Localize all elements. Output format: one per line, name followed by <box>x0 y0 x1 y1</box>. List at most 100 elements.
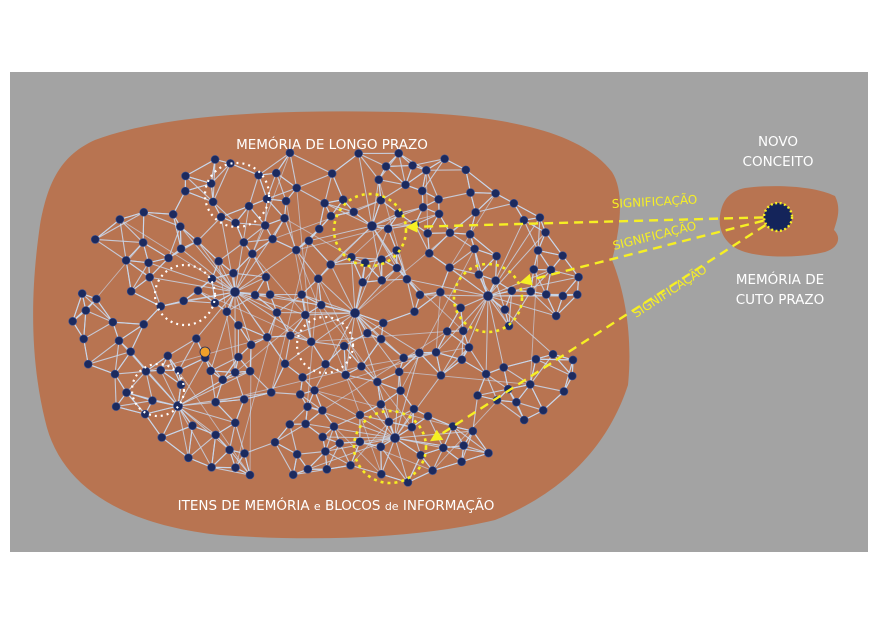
network-edge <box>249 370 272 393</box>
long-term-memory-title: MEMÓRIA DE LONGO PRAZO <box>236 135 428 153</box>
memory-item-node <box>355 437 365 447</box>
network-edge <box>354 312 378 383</box>
memory-item-node <box>192 334 201 343</box>
network-edge <box>114 374 117 407</box>
network-edge <box>234 206 250 293</box>
memory-item-node <box>415 348 424 358</box>
caption-information: INFORMAÇÃO <box>403 497 495 514</box>
network-edge <box>88 363 116 375</box>
memory-item-node <box>288 470 298 480</box>
network-edge <box>218 260 236 293</box>
memory-item-node <box>383 224 393 234</box>
network-edge <box>314 312 356 391</box>
network-edge <box>425 170 429 234</box>
memory-item-node <box>355 410 365 420</box>
highlight-cluster-lower <box>352 409 428 485</box>
memory-item-node <box>423 229 433 238</box>
memory-item-node <box>188 421 197 430</box>
memory-item-node <box>139 320 149 329</box>
network-edge <box>275 172 287 202</box>
meaning-arrow-lower <box>429 215 779 442</box>
network-edge <box>130 262 150 292</box>
memory-item-node <box>445 228 455 238</box>
network-edge <box>478 274 510 327</box>
network-edge <box>81 293 114 323</box>
memory-item-node <box>176 244 186 254</box>
memory-item-node <box>436 287 445 297</box>
memory-item-node <box>270 437 280 447</box>
memory-item-node <box>465 229 475 239</box>
memory-item-node <box>184 453 193 463</box>
memory-item-node <box>314 224 324 234</box>
memory-item-node <box>193 286 203 295</box>
memory-item-node <box>81 306 91 315</box>
memory-item-node <box>77 289 87 298</box>
network-edge <box>266 172 277 200</box>
network-edge <box>126 370 147 393</box>
network-edge <box>234 291 278 314</box>
memory-item-node <box>303 464 313 474</box>
network-edge <box>254 294 278 314</box>
network-edge <box>333 426 382 475</box>
network-edge <box>210 162 231 184</box>
network-edge <box>149 257 169 278</box>
memory-item-node <box>378 318 388 328</box>
memory-item-node <box>416 450 426 460</box>
memory-item-node <box>318 406 327 415</box>
memory-item-node <box>326 260 335 269</box>
memory-item-node <box>322 465 332 474</box>
memory-item-node <box>363 328 372 338</box>
network-edge <box>226 294 256 313</box>
memory-item-node <box>392 263 402 273</box>
memory-item-node <box>180 186 190 196</box>
memory-item-node <box>313 274 323 284</box>
memory-item-node <box>535 213 545 222</box>
memory-item-node <box>214 256 223 266</box>
network-edge <box>432 461 462 472</box>
memory-item-node <box>507 286 517 296</box>
network-edge <box>421 158 446 192</box>
network-edge <box>358 153 380 181</box>
memory-item-node <box>354 149 363 158</box>
network-edge <box>270 240 310 393</box>
memory-item-node <box>210 155 220 164</box>
memory-item-node <box>327 169 337 178</box>
network-edge <box>496 399 525 421</box>
network-edge <box>210 370 217 403</box>
memory-item-node <box>231 218 240 228</box>
memory-item-node <box>110 369 120 379</box>
memory-item-node <box>341 370 350 380</box>
memory-item-node <box>226 159 235 168</box>
memory-item-node <box>573 290 582 299</box>
network-edge <box>472 430 489 454</box>
memory-item-node <box>90 235 100 244</box>
network-edge <box>317 278 356 314</box>
memory-item-node <box>394 149 404 158</box>
network-edge <box>394 437 409 483</box>
network-edge <box>371 179 380 227</box>
network-edge <box>324 202 354 213</box>
memory-item-node <box>244 201 254 211</box>
memory-item-node <box>262 332 272 342</box>
memory-item-node <box>281 196 291 206</box>
memory-item-node <box>216 212 226 222</box>
memory-item-node <box>181 171 190 181</box>
network-edge <box>272 238 297 251</box>
network-edge <box>508 290 513 326</box>
memory-item-node <box>108 317 118 327</box>
memory-item-node <box>234 352 243 362</box>
network-edge <box>425 170 440 200</box>
memory-item-node <box>423 411 433 421</box>
memory-item-node <box>79 334 88 344</box>
meaning-arrow-upper <box>405 215 779 233</box>
memory-item-node <box>271 168 281 178</box>
network-edge <box>385 166 406 186</box>
network-edge <box>167 355 251 476</box>
network-edge <box>452 425 489 454</box>
network-edge <box>310 341 326 365</box>
network-edge <box>148 262 236 293</box>
memory-item-node <box>436 371 446 380</box>
network-edge <box>271 391 301 395</box>
memory-item-node <box>164 253 173 263</box>
network-edge <box>161 437 189 459</box>
